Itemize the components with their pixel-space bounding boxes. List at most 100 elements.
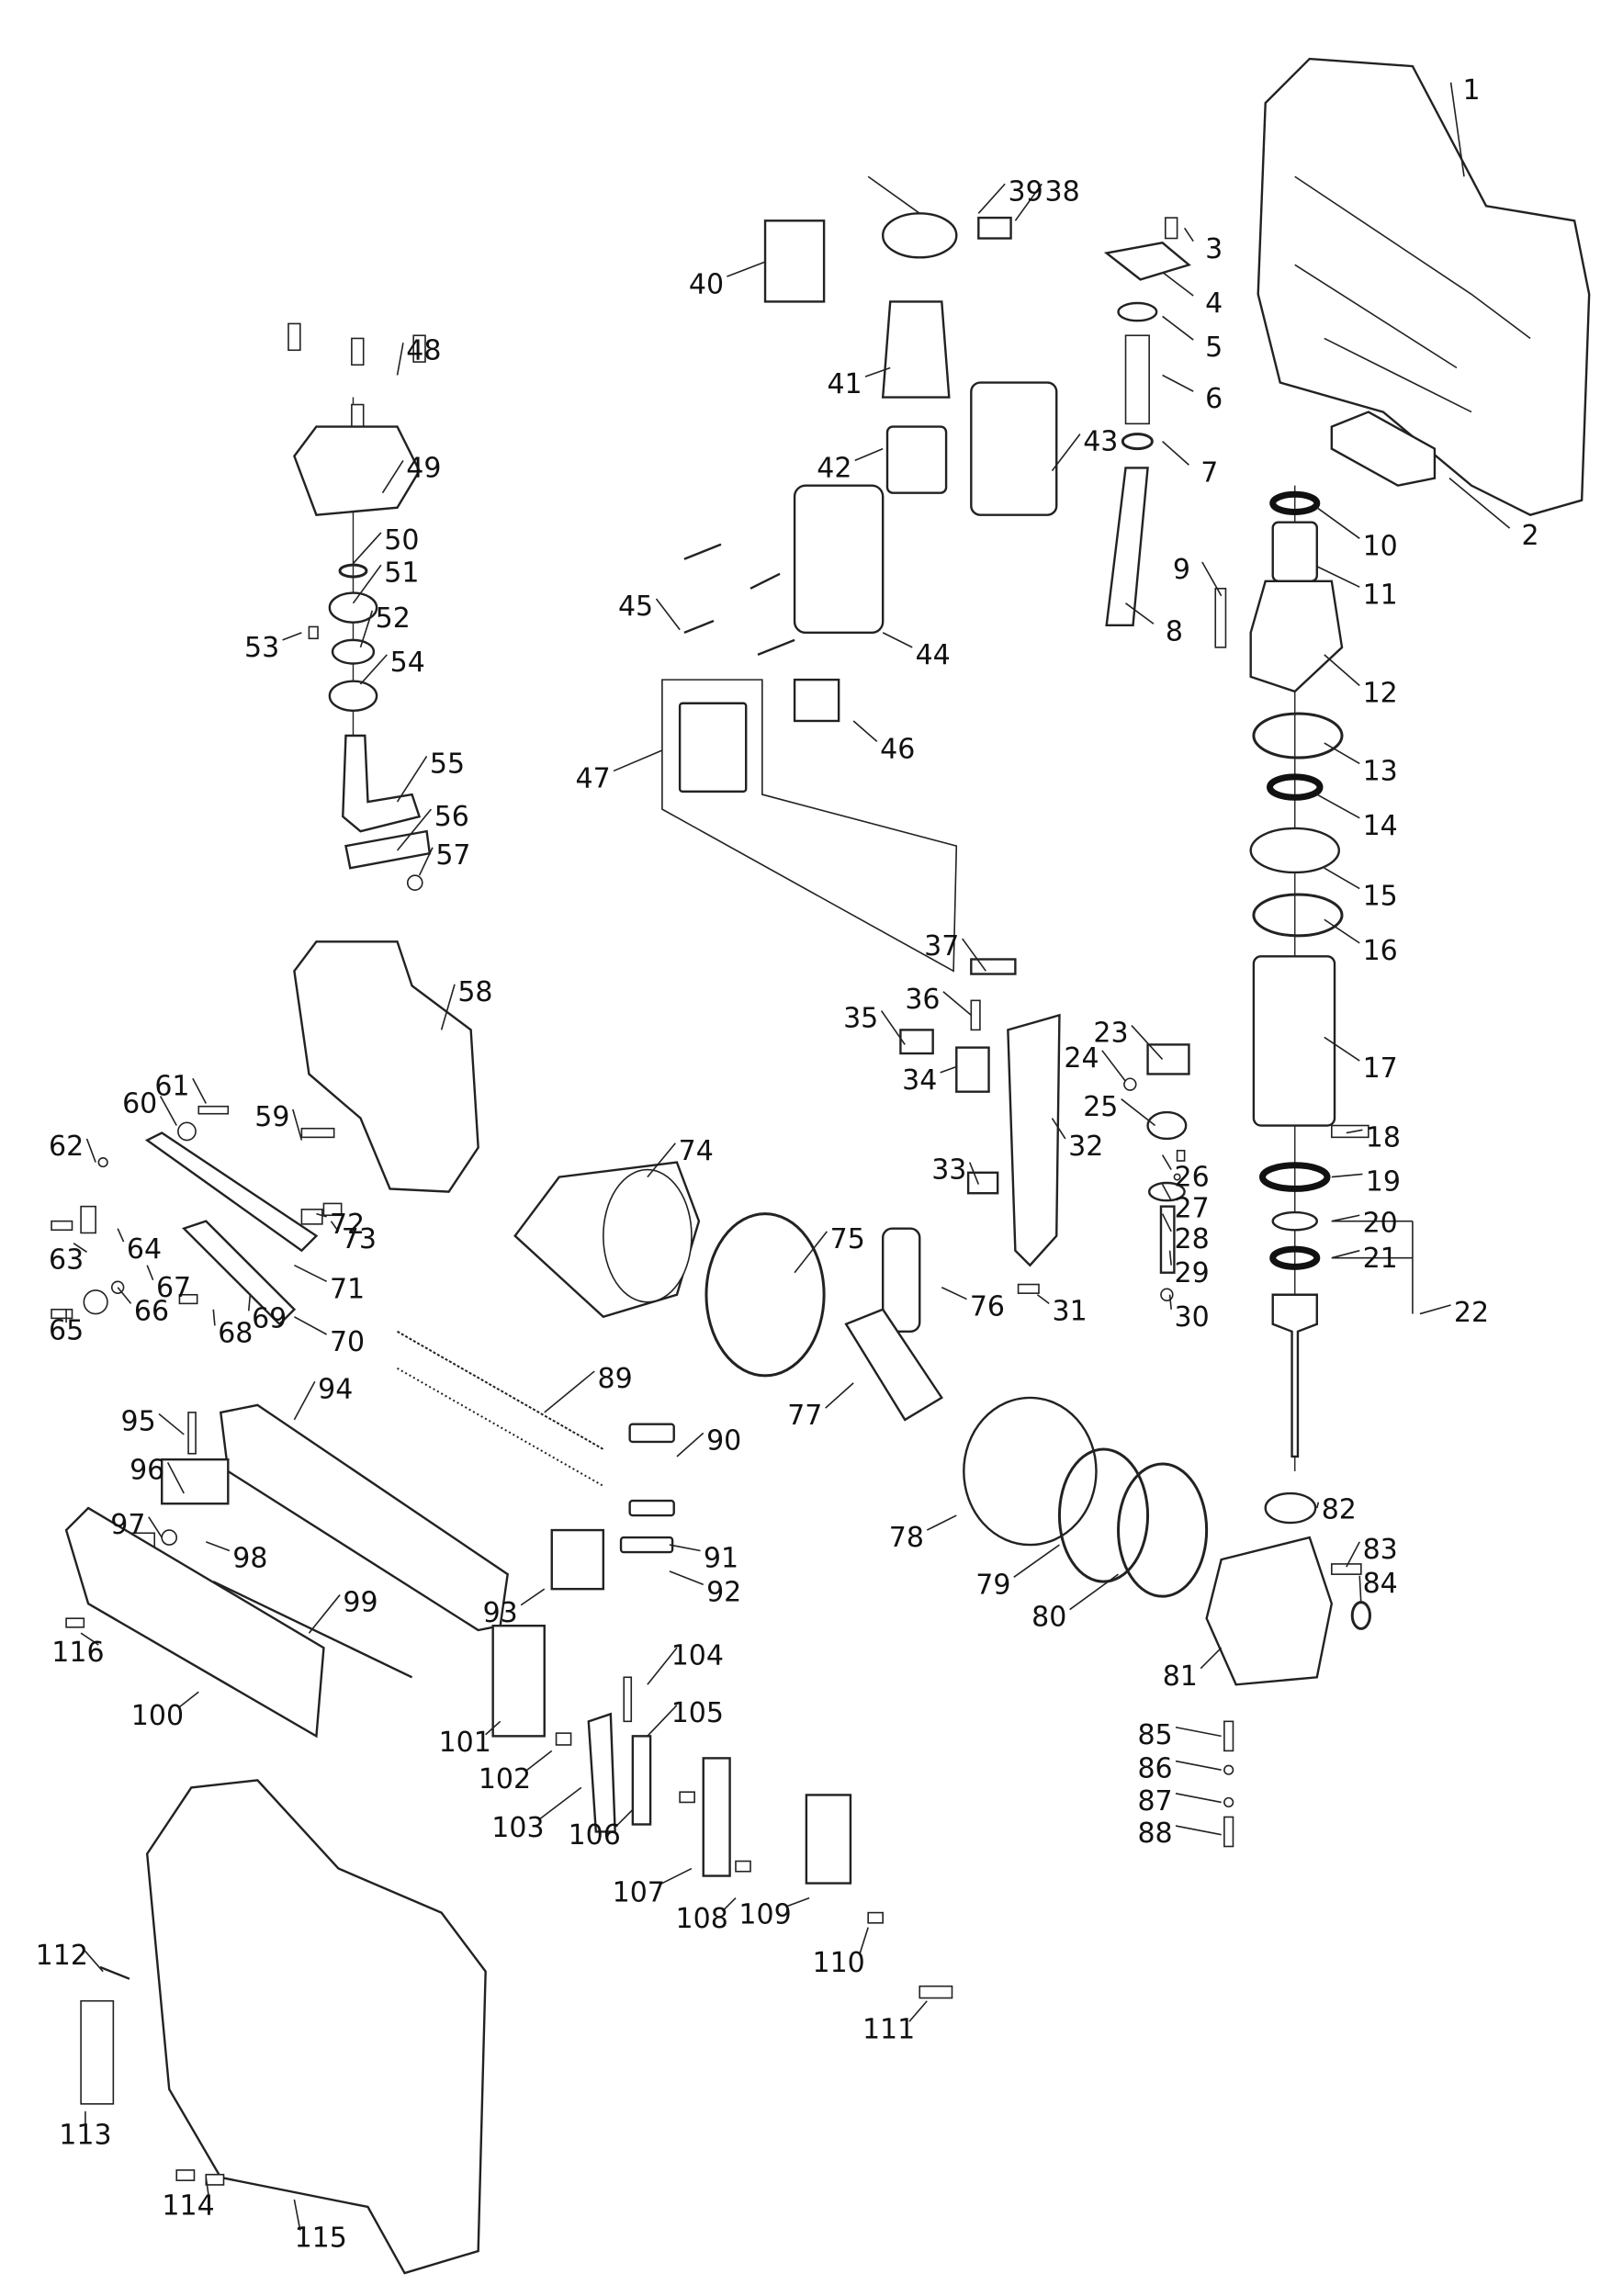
leader-line-82 [1316,1502,1320,1509]
washer-30 [1160,1288,1174,1301]
screw-48-2 [412,334,426,363]
washer-86 [1223,1764,1234,1775]
leader-line-83 [1346,1541,1360,1568]
switch-34 [955,1046,990,1093]
screw-110 [867,1911,884,1924]
leader-line-14 [1316,793,1360,819]
bumper-82 [1264,1491,1317,1525]
leader-line-110 [858,1927,869,1956]
housing-right-detail [1294,175,1531,413]
leader-line-71 [294,1264,328,1283]
callout-label-92: 92 [706,1576,741,1608]
callout-label-19: 19 [1366,1166,1401,1199]
leader-line-8 [1125,602,1155,625]
leader-line-97 [148,1516,163,1538]
callout-label-11: 11 [1363,579,1398,611]
latch-96 [161,1458,230,1505]
callout-label-48: 48 [406,334,441,366]
bushing-98 [161,1529,178,1546]
roller-60 [177,1121,197,1142]
bushing-20 [1271,1210,1318,1232]
crank-shaft-55 [342,734,422,833]
callout-label-93: 93 [483,1597,518,1629]
o-ring-10 [1269,490,1321,515]
callout-label-105: 105 [671,1697,724,1729]
leader-line-27 [1161,1184,1172,1201]
callout-label-47: 47 [576,763,611,795]
switch-46 [793,678,840,723]
leader-line-85 [1175,1726,1222,1738]
spring-26 [1176,1149,1186,1162]
bolt-18 [1331,1124,1369,1139]
leader-line-78 [926,1514,957,1531]
bearing-51 [328,591,378,624]
cylinder-17 [1252,955,1336,1127]
leader-line-3 [1183,227,1194,242]
callout-label-30: 30 [1175,1301,1210,1334]
leader-line-115 [293,2199,301,2231]
leader-line-36 [942,991,972,1016]
leader-line-60 [159,1096,177,1126]
leader-line-1 [1449,82,1465,177]
leader-line-21 [1331,1249,1360,1259]
o-ring-84 [1350,1601,1371,1630]
callout-label-31: 31 [1053,1295,1088,1327]
callout-label-51: 51 [384,557,419,589]
gear-housing-49 [293,425,421,516]
callout-label-8: 8 [1166,615,1183,647]
pin-61 [197,1105,230,1115]
piston-ring-79 [1057,1447,1150,1583]
leader-line-37 [962,938,986,972]
leader-line-23 [1131,1025,1164,1060]
callout-label-109: 109 [738,1898,791,1930]
callout-label-110: 110 [813,1947,865,1979]
callout-label-80: 80 [1031,1602,1066,1634]
callout-label-68: 68 [218,1318,253,1350]
screw-114b [205,2173,225,2186]
leader-line-109 [785,1896,810,1908]
callout-label-78: 78 [889,1522,924,1554]
cylinder-cap-12 [1249,580,1344,693]
leader-line-33 [968,1162,980,1185]
leader-line-19 [1331,1173,1363,1178]
switch-33 [966,1171,999,1195]
gasket-13 [1252,712,1344,760]
callout-label-13: 13 [1363,756,1398,788]
clip-72 [300,1209,323,1225]
leader-line-114 [205,2177,210,2199]
screw-108 [735,1860,751,1873]
leader-line-18 [1346,1129,1363,1134]
leader-line-6 [1162,374,1194,392]
callout-label-55: 55 [430,748,465,781]
callout-label-5: 5 [1205,332,1223,364]
callout-label-76: 76 [970,1291,1005,1323]
screw-57 [406,874,423,892]
callout-label-2: 2 [1522,520,1539,552]
callout-label-62: 62 [49,1131,84,1163]
motor-housing-44 [793,484,885,635]
leader-line-74 [647,1142,676,1178]
callout-label-116: 116 [51,1637,104,1669]
callout-label-67: 67 [156,1272,191,1304]
callout-label-73: 73 [342,1223,377,1255]
leader-line-63 [73,1243,87,1253]
leader-line-98 [205,1541,231,1552]
pusher-91 [628,1499,675,1517]
callout-label-86: 86 [1137,1753,1172,1785]
callout-label-97: 97 [110,1509,145,1541]
leader-line-90 [676,1432,704,1458]
leader-line-95 [158,1412,185,1435]
leader-line-75 [794,1231,828,1274]
gasket-16 [1252,893,1344,938]
screw-45d [757,638,795,657]
wire-lead-39 [867,175,920,214]
key-53 [308,625,319,640]
callout-label-91: 91 [704,1543,738,1575]
leader-line-84 [1358,1575,1362,1604]
callout-label-32: 32 [1068,1131,1103,1163]
callout-label-114: 114 [162,2189,214,2222]
leader-line-26 [1161,1154,1172,1170]
callout-label-61: 61 [154,1070,189,1102]
callout-label-71: 71 [330,1273,365,1305]
leader-line-47 [613,749,663,772]
